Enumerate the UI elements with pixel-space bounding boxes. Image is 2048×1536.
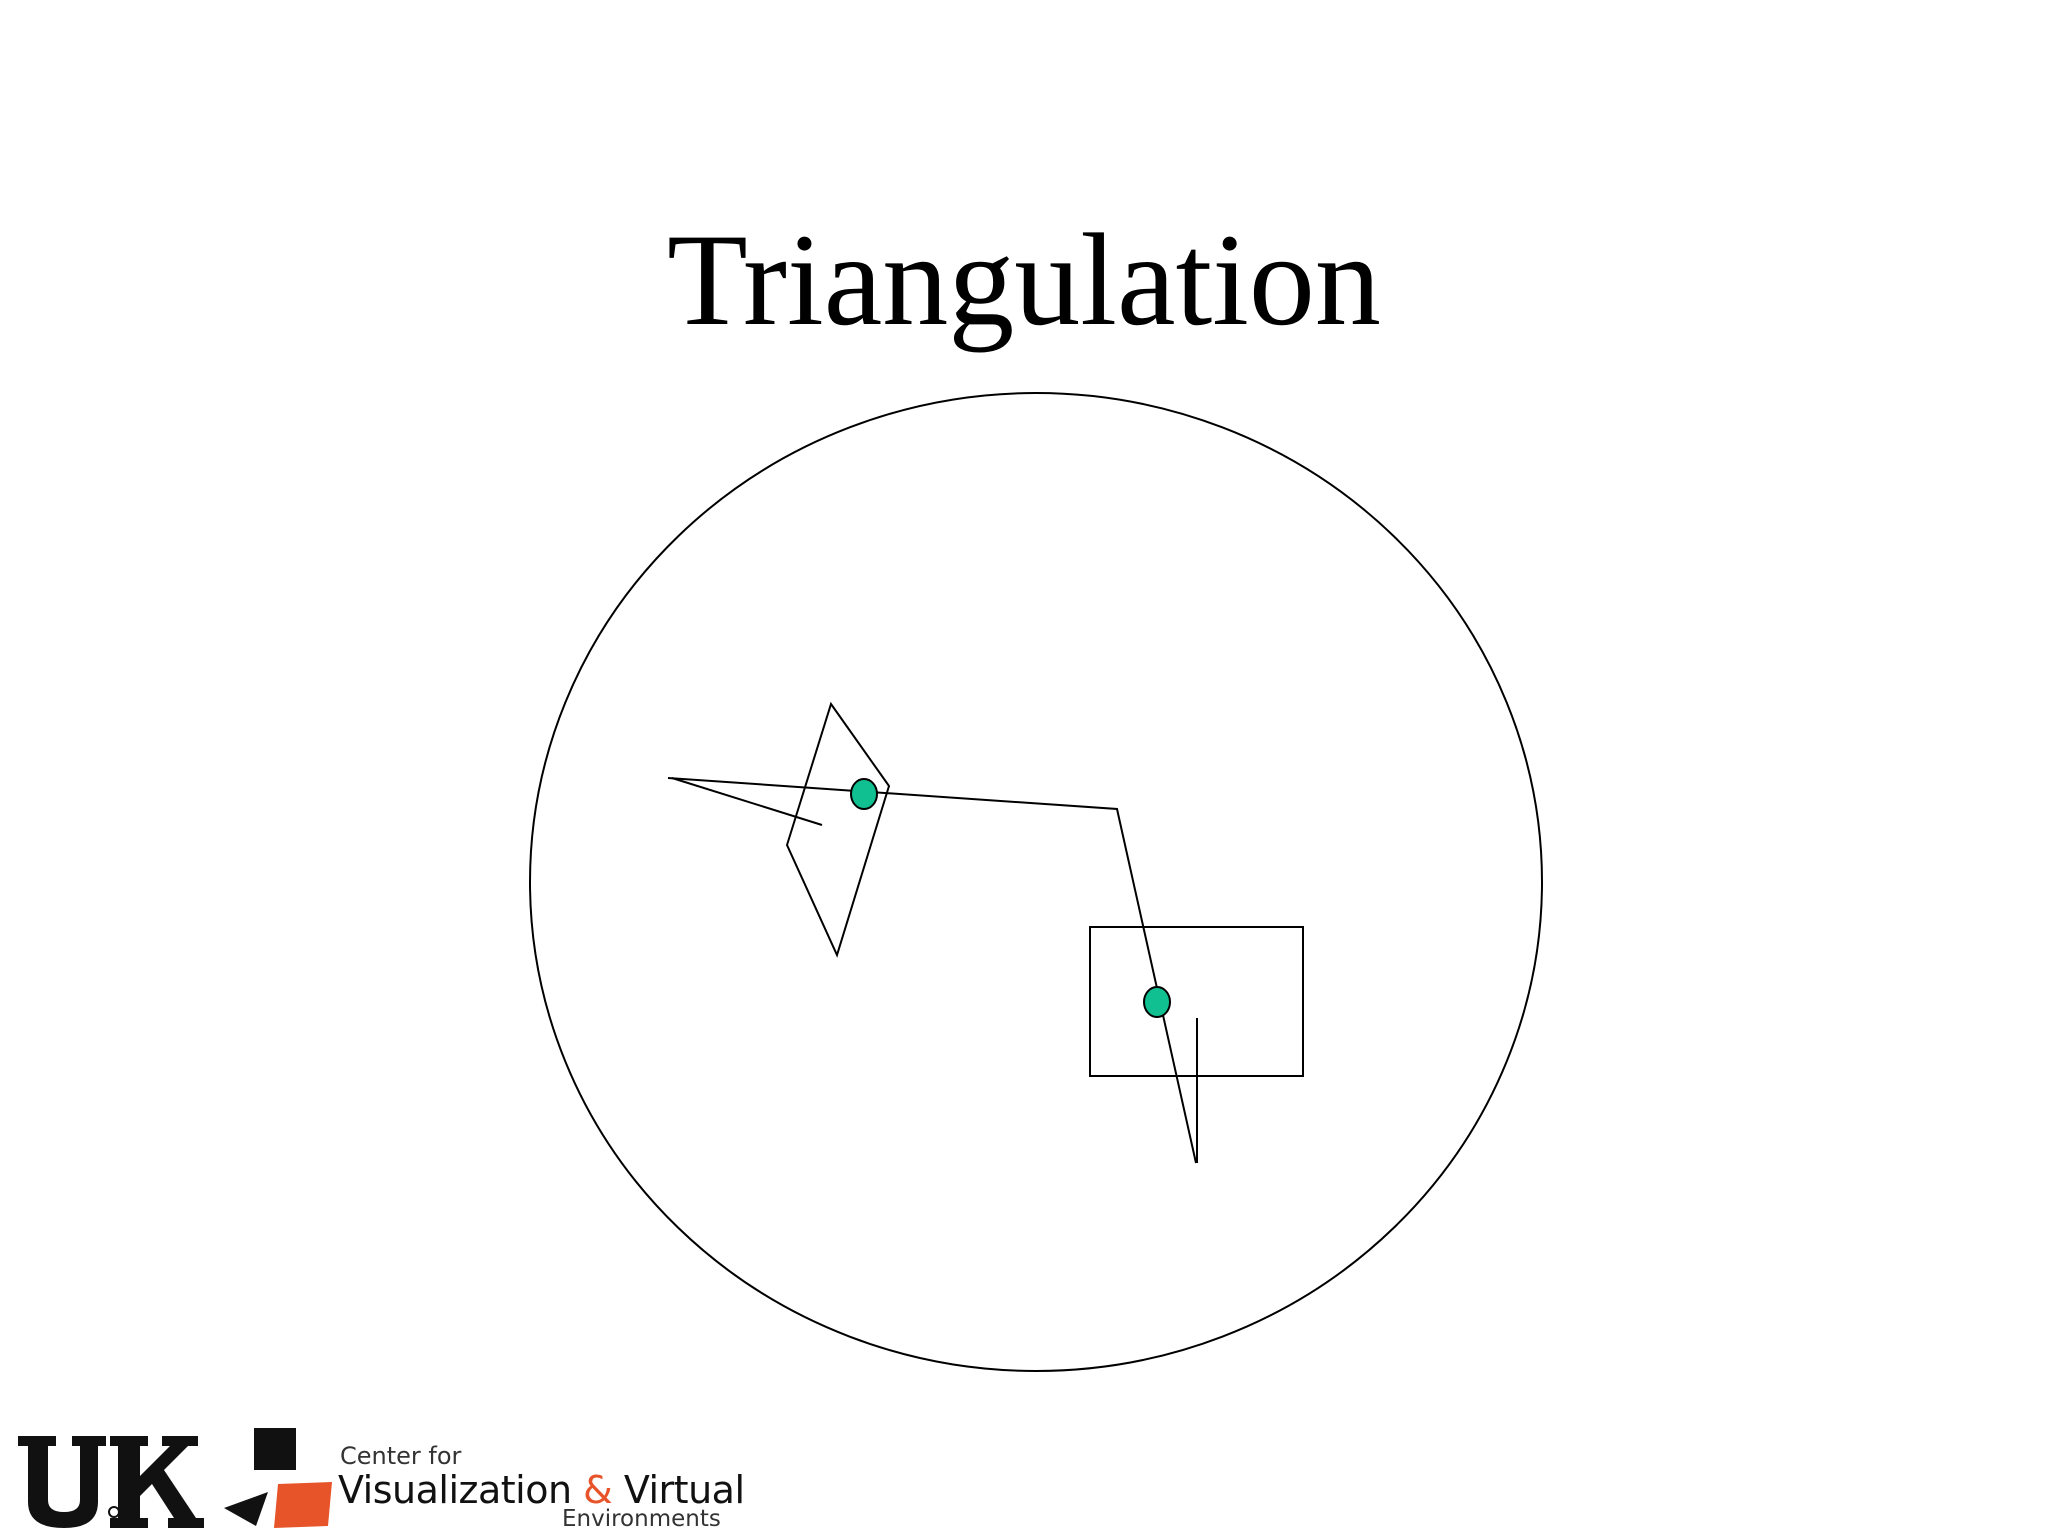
cvve-orange-square [274,1482,332,1528]
cvve-ampersand: & [583,1468,613,1512]
cvve-virtual-text: Virtual [612,1468,745,1512]
cvve-line-environments: Environments [562,1506,721,1532]
cvve-logo-mark [224,1428,332,1528]
cvve-line-center-for: Center for [340,1442,462,1470]
cvve-dark-triangle [224,1492,268,1526]
enclosing-circle [529,392,1543,1372]
tilted-quadrilateral [785,701,891,958]
uk-logo: UK [18,1436,204,1528]
left-branch-line [671,777,823,826]
footer-logos: UK Center for Visualization & Virtual En… [0,1400,760,1536]
triangulation-point-marker [1143,986,1171,1018]
slide-title: Triangulation [667,206,1381,353]
cvve-dark-square [254,1428,296,1470]
cvve-line-visualization-virtual: Visualization & Virtual [338,1468,745,1512]
cvve-visualization-text: Visualization [338,1468,584,1512]
triangulation-point-marker [850,778,878,810]
triangulation-polyline [667,777,1197,1164]
